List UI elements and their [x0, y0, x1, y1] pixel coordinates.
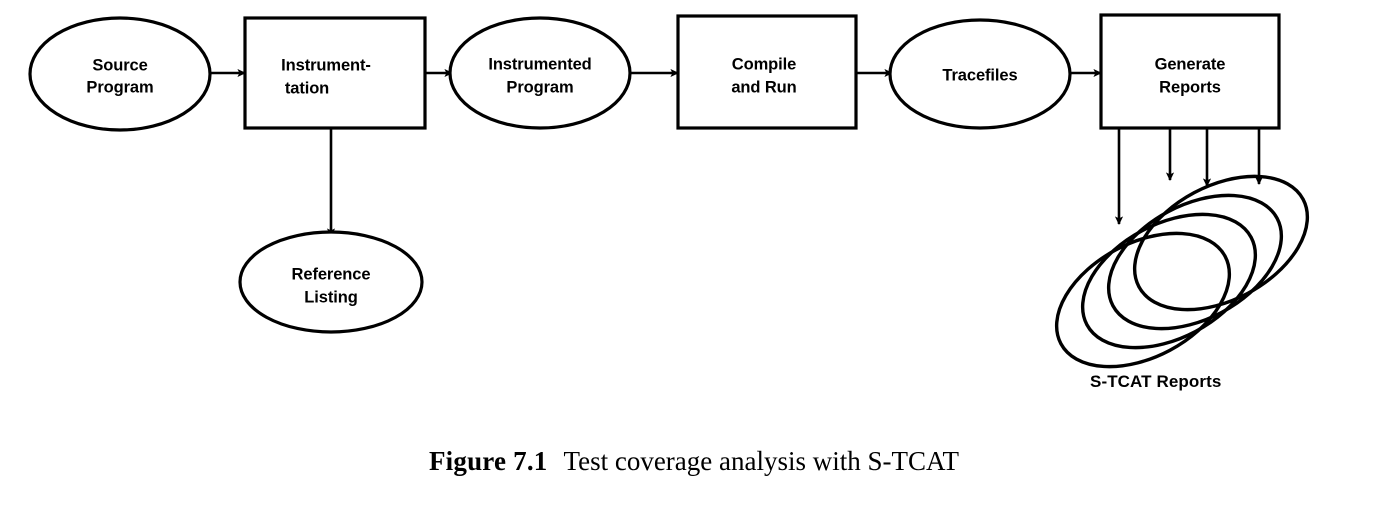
- reference-listing-label-line1: Reference: [292, 265, 371, 283]
- node-source-program[interactable]: Source Program: [28, 16, 212, 132]
- source-program-label-line1: Source: [92, 56, 147, 74]
- connector-group: [210, 68, 1103, 238]
- report-ellipse-1: [1054, 231, 1232, 369]
- report-ellipse-4: [1132, 174, 1310, 312]
- figure-caption: Figure 7.1 Test coverage analysis with S-…: [0, 446, 1388, 477]
- report-stack[interactable]: [1034, 149, 1330, 394]
- compile-and-run-label-line2: and Run: [731, 78, 796, 96]
- report-stack-label: S-TCAT Reports: [1090, 372, 1221, 391]
- caption-number: Figure 7.1: [428, 446, 548, 476]
- node-compile-and-run[interactable]: Compile and Run: [676, 14, 858, 130]
- reference-listing-ellipse: [238, 230, 424, 334]
- report-ellipse-2: [1080, 212, 1258, 350]
- reference-listing-label-line2: Listing: [304, 288, 357, 306]
- node-instrumented-program[interactable]: Instrumented Program: [448, 16, 632, 130]
- generate-reports-label-line2: Reports: [1159, 78, 1221, 96]
- source-program-label-line2: Program: [86, 78, 153, 96]
- node-generate-reports[interactable]: Generate Reports: [1099, 13, 1281, 130]
- generate-reports-label-line1: Generate: [1155, 55, 1226, 73]
- instrumentation-label-line2: tation: [285, 79, 329, 97]
- instrumented-program-label-line1: Instrumented: [488, 55, 591, 73]
- report-stack-arrow-group: [1114, 128, 1264, 226]
- source-program-ellipse: [28, 16, 212, 132]
- tracefiles-ellipse: [888, 18, 1072, 130]
- node-reference-listing[interactable]: Reference Listing: [238, 230, 424, 334]
- instrumented-program-label-line2: Program: [506, 78, 573, 96]
- tracefiles-label: Tracefiles: [942, 66, 1017, 84]
- caption-text: Test coverage analysis with S-TCAT: [563, 446, 960, 476]
- instrumented-program-ellipse: [448, 16, 632, 130]
- compile-and-run-box: [676, 14, 858, 130]
- instrumentation-label-line1: Instrument-: [281, 56, 371, 74]
- node-instrumentation[interactable]: Instrument- tation: [243, 16, 427, 130]
- instrumentation-box: [243, 16, 427, 130]
- compile-and-run-label-line1: Compile: [732, 55, 796, 73]
- node-tracefiles[interactable]: Tracefiles: [888, 18, 1072, 130]
- generate-reports-box: [1099, 13, 1281, 130]
